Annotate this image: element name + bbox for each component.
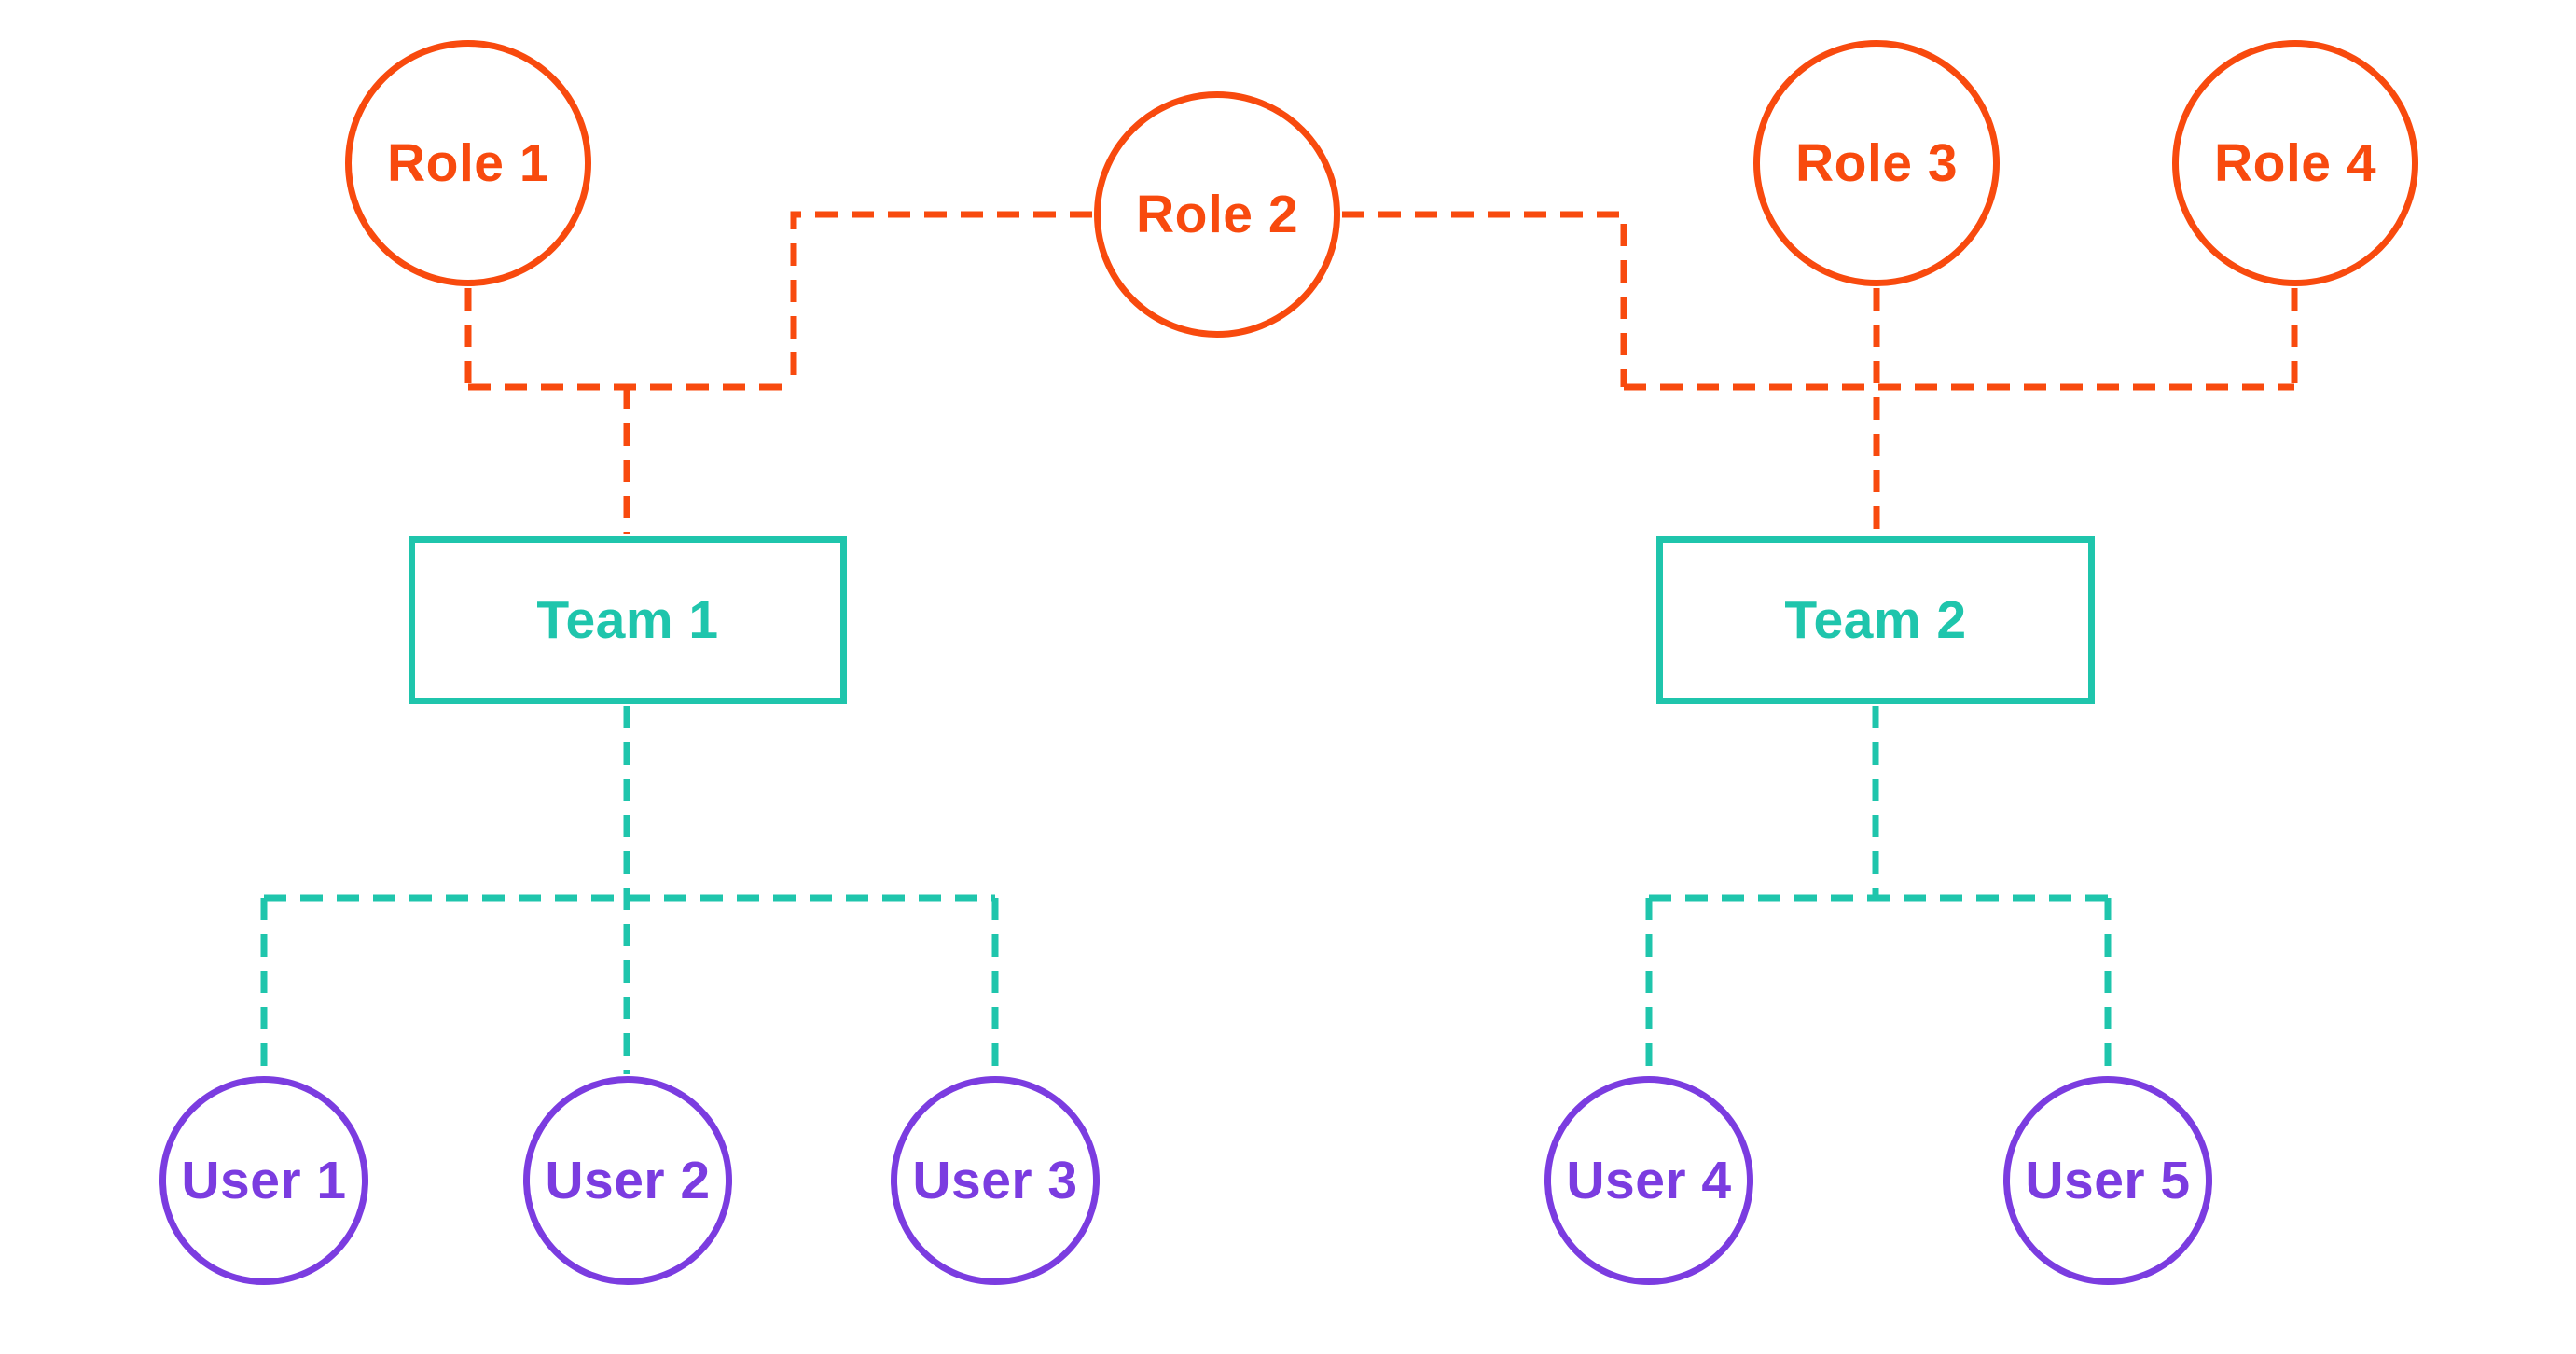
node-role-4-label: Role 4 (2213, 133, 2377, 193)
node-role-2-label: Role 2 (1135, 185, 1299, 244)
node-role-3: Role 3 (1753, 40, 2000, 286)
node-team-2-label: Team 2 (1784, 590, 1967, 650)
node-user-5: User 5 (2003, 1076, 2212, 1285)
edge-role2-left-branch (790, 211, 1092, 387)
node-role-2: Role 2 (1094, 91, 1340, 338)
node-team-2: Team 2 (1656, 536, 2095, 704)
edge-role2-right-branch (1342, 211, 1627, 387)
node-role-1-label: Role 1 (386, 133, 550, 193)
node-user-2: User 2 (523, 1076, 732, 1285)
node-role-3-label: Role 3 (1794, 133, 1959, 193)
node-team-1-label: Team 1 (536, 590, 719, 650)
node-team-1: Team 1 (409, 536, 847, 704)
node-role-4: Role 4 (2172, 40, 2418, 286)
node-user-2-label: User 2 (545, 1151, 711, 1210)
node-user-4: User 4 (1544, 1076, 1753, 1285)
node-user-1-label: User 1 (181, 1151, 347, 1210)
node-user-3: User 3 (891, 1076, 1100, 1285)
node-user-3-label: User 3 (912, 1151, 1078, 1210)
node-role-1: Role 1 (345, 40, 591, 286)
node-user-4-label: User 4 (1566, 1151, 1732, 1210)
node-user-1: User 1 (159, 1076, 368, 1285)
node-user-5-label: User 5 (2025, 1151, 2191, 1210)
